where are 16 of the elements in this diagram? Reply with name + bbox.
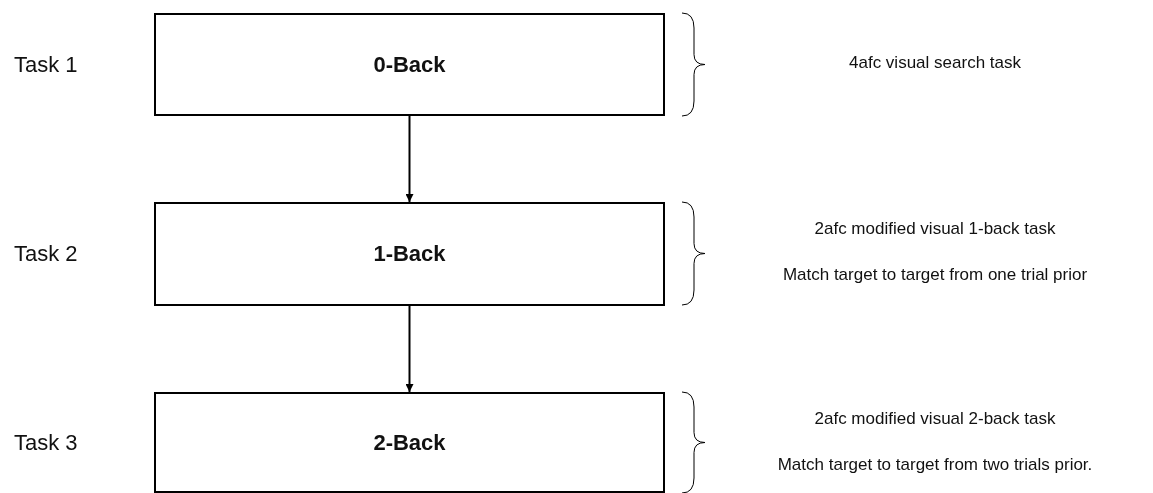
box-label: 2-Back (373, 429, 446, 456)
process-box (154, 202, 665, 306)
arrow (405, 304, 414, 393)
task-label: Task 1 (14, 51, 78, 78)
process-box (154, 13, 665, 116)
description-text: 2afc modified visual 1-back task (813, 219, 1057, 239)
task-label: Task 2 (14, 240, 78, 267)
process-box (154, 392, 665, 493)
description-text: 4afc visual search task (848, 53, 1022, 73)
description-text: 2afc modified visual 2-back task (813, 409, 1057, 429)
description-text: Match target to target from two trials prior. (776, 455, 1094, 475)
box-label: 1-Back (373, 241, 446, 267)
arrow (405, 115, 414, 203)
task-label: Task 3 (14, 429, 78, 456)
box-label: 0-Back (373, 51, 446, 78)
description-text: Match target to target from one trial prior (781, 265, 1089, 285)
